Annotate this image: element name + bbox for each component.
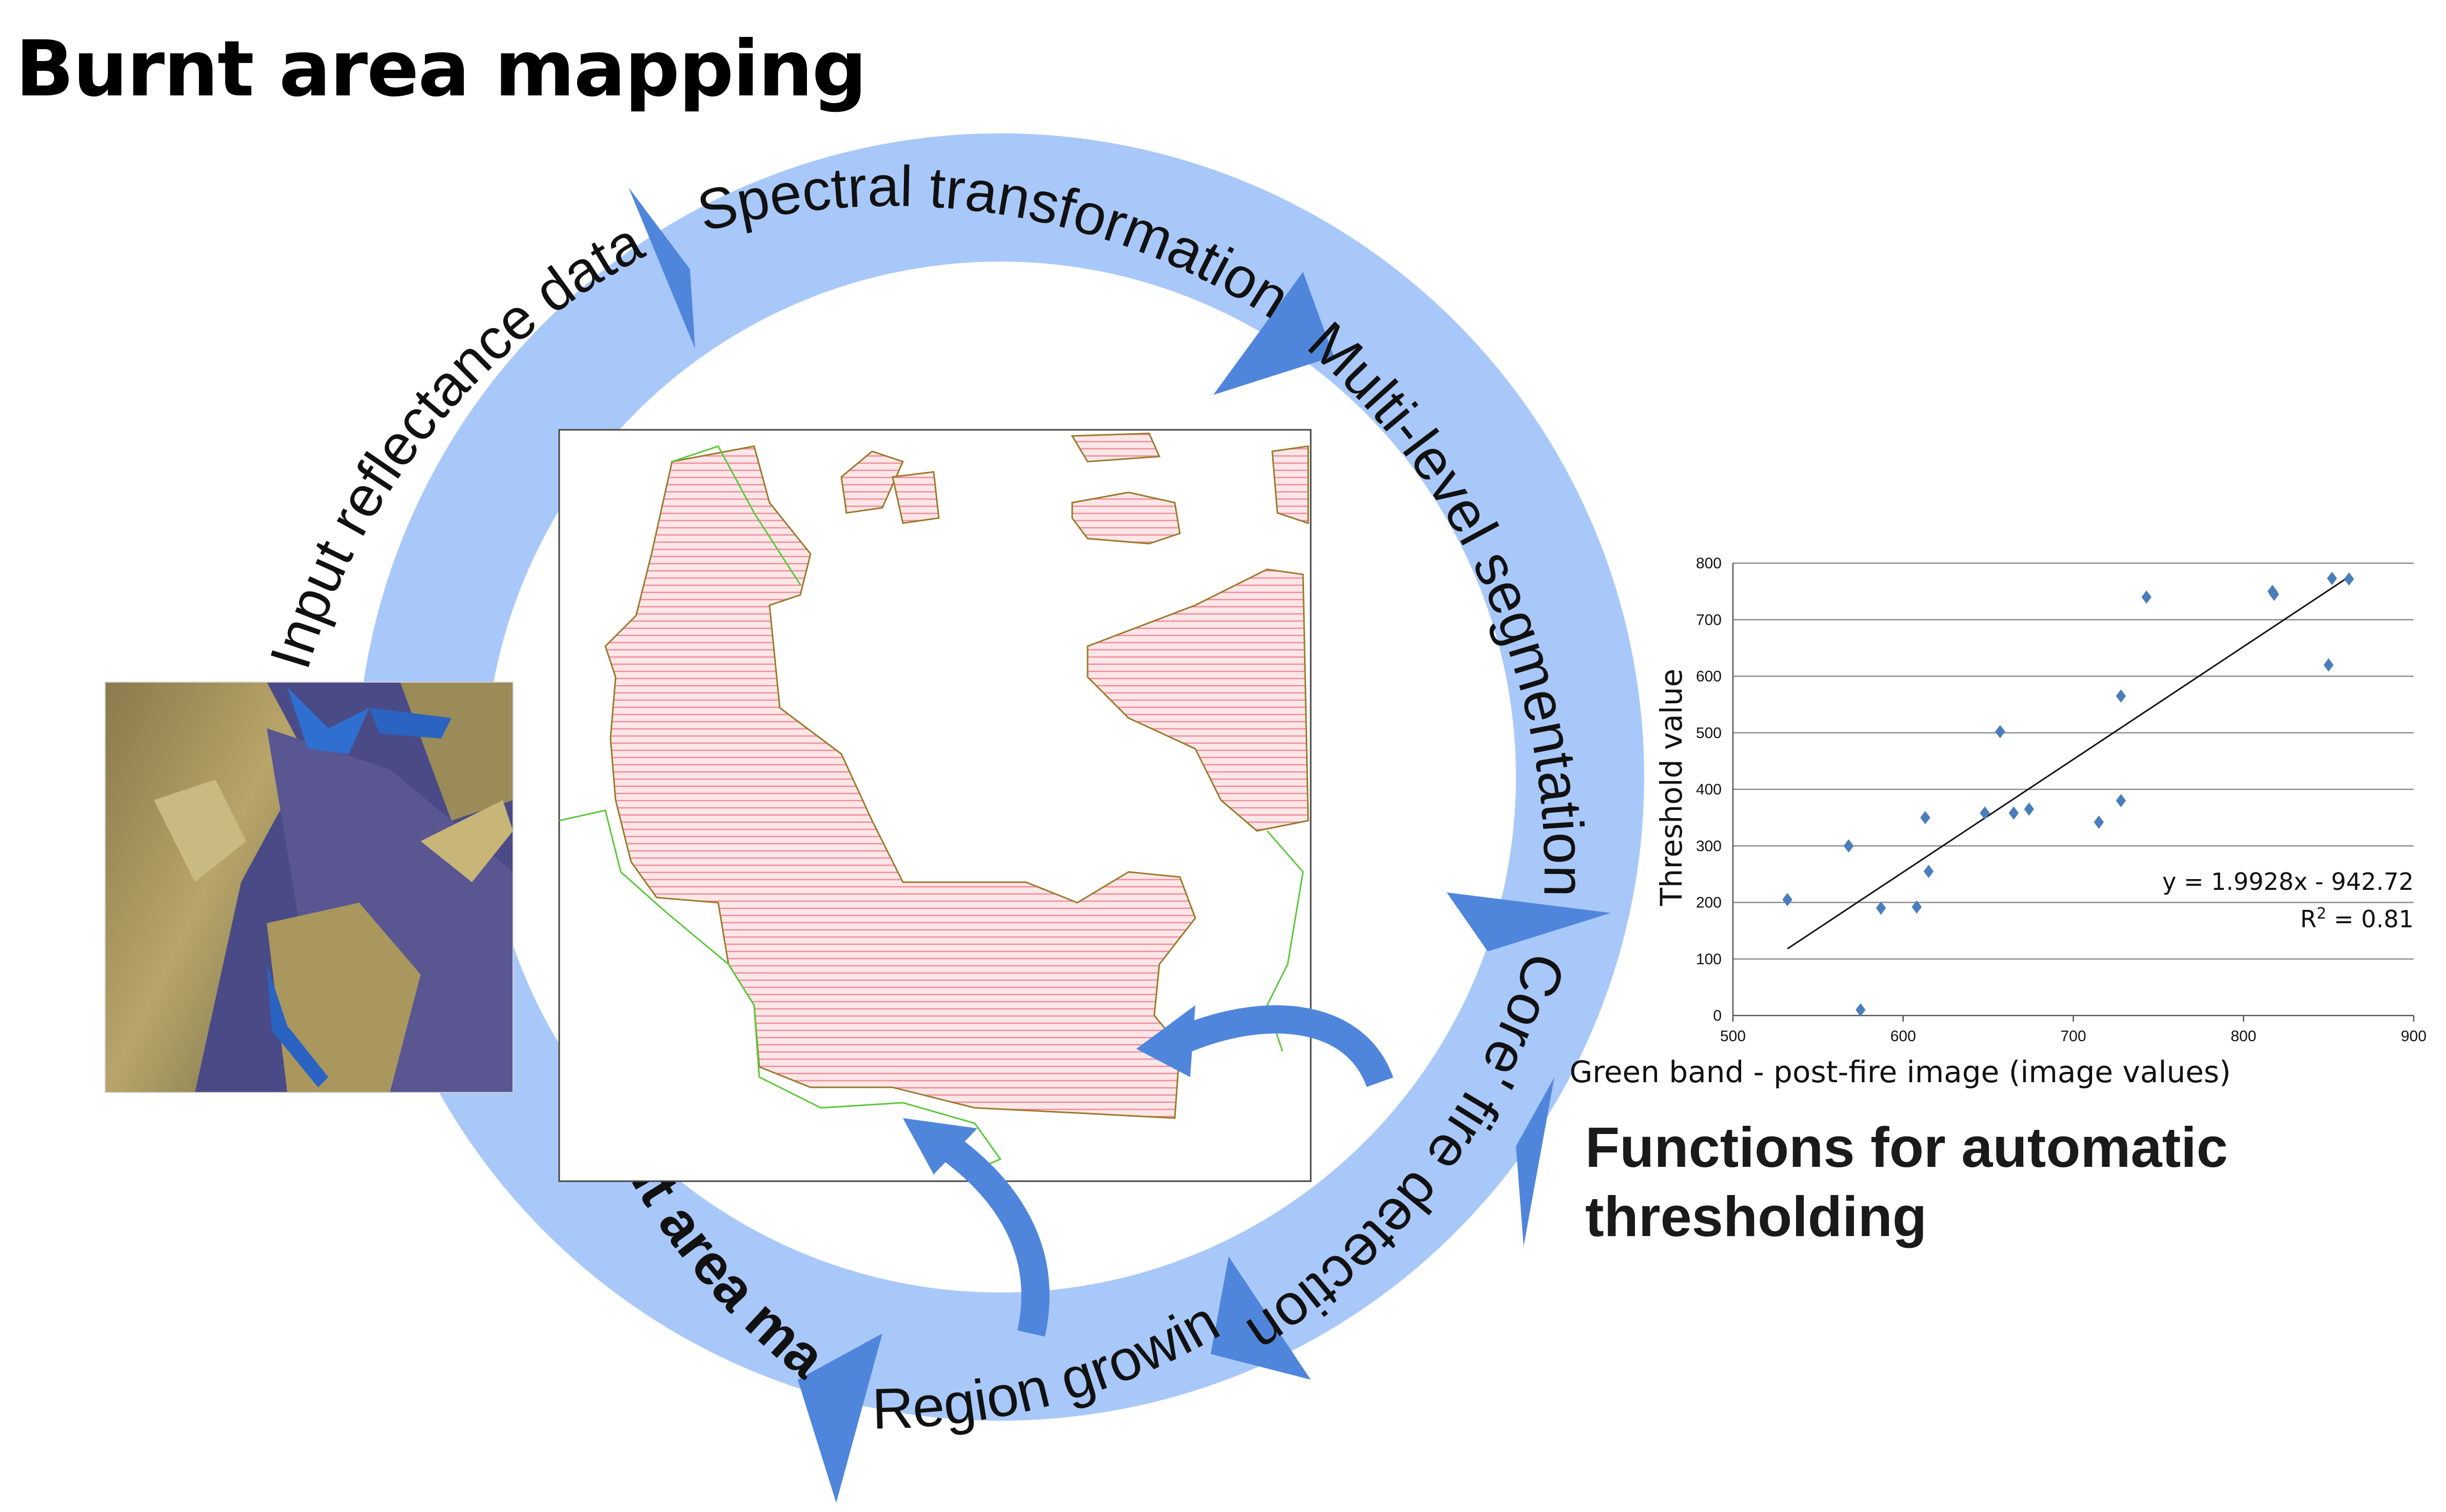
chart-point bbox=[2116, 689, 2126, 703]
page-title: Burnt area mapping bbox=[15, 25, 867, 114]
chart-x-tick-label: 900 bbox=[2401, 1028, 2427, 1045]
chart-point bbox=[1782, 892, 1792, 906]
chart-point bbox=[1856, 1003, 1866, 1017]
chart-points bbox=[1782, 571, 2354, 1017]
chart-point bbox=[2344, 572, 2354, 586]
chart-point bbox=[1923, 864, 1934, 878]
chart-point bbox=[1995, 725, 2005, 739]
chart-y-tick-label: 400 bbox=[1696, 781, 1722, 798]
chart-point bbox=[1911, 900, 1922, 914]
chart-trendline bbox=[1787, 576, 2350, 950]
chart-point bbox=[2116, 794, 2126, 808]
chart-point bbox=[1920, 811, 1930, 825]
chart-point bbox=[1876, 901, 1886, 915]
chart-x-tick-label: 800 bbox=[2231, 1028, 2256, 1045]
chart-point bbox=[1843, 839, 1854, 853]
feedback-arrowhead-2 bbox=[903, 1118, 977, 1175]
chart-y-tick-label: 700 bbox=[1696, 611, 1722, 628]
chart-point bbox=[2024, 802, 2034, 816]
arrowhead-4 bbox=[1211, 1257, 1311, 1380]
chart-y-axis-label: Threshold value bbox=[1654, 669, 1689, 907]
arrowhead-3 bbox=[1447, 892, 1611, 951]
arrowhead-6 bbox=[1516, 1077, 1554, 1246]
chart-x-tick-label: 700 bbox=[2060, 1028, 2086, 1045]
side-label-line-2: thresholding bbox=[1585, 1185, 1927, 1248]
threshold-scatter-chart: 0 100 200 300 400 500 600 700 800 500 600 700 800 900… bbox=[1569, 555, 2427, 1089]
chart-y-tick-label: 800 bbox=[1696, 555, 1722, 572]
arrowhead-2 bbox=[1213, 272, 1334, 395]
chart-y-tick-label: 0 bbox=[1713, 1007, 1722, 1024]
chart-tick-labels: 0 100 200 300 400 500 600 700 800 500 600 700 800 900 bbox=[1696, 555, 2427, 1045]
chart-point bbox=[2327, 571, 2337, 585]
arrowhead-1 bbox=[628, 187, 695, 349]
chart-point bbox=[2269, 587, 2279, 601]
satellite-image bbox=[105, 682, 514, 1093]
chart-y-tick-label: 600 bbox=[1696, 668, 1722, 685]
arrowhead-5 bbox=[798, 1334, 882, 1503]
chart-trendline-group bbox=[1787, 576, 2350, 950]
chart-point bbox=[1980, 806, 1990, 820]
cycle-arrowheads bbox=[628, 187, 1611, 1503]
chart-gridlines bbox=[1732, 562, 2415, 1022]
chart-x-axis-label: Green band - post-fire image (image valu… bbox=[1569, 1055, 2231, 1089]
chart-y-tick-label: 300 bbox=[1696, 838, 1722, 854]
chart-y-tick-label: 100 bbox=[1696, 951, 1722, 968]
side-label: Functions for automatic thresholding bbox=[1585, 1113, 2228, 1251]
burnt-area-map bbox=[558, 429, 1312, 1182]
chart-point bbox=[2141, 590, 2152, 604]
feedback-arrowhead-1 bbox=[1136, 1005, 1195, 1077]
chart-x-tick-label: 500 bbox=[1720, 1028, 1746, 1045]
side-label-line-1: Functions for automatic bbox=[1585, 1116, 2228, 1179]
chart-point bbox=[2094, 815, 2104, 829]
chart-y-tick-label: 500 bbox=[1696, 725, 1722, 742]
chart-point bbox=[2323, 658, 2334, 672]
chart-x-tick-label: 600 bbox=[1890, 1028, 1916, 1045]
chart-r-squared: R2 = 0.81 bbox=[2300, 905, 2414, 933]
chart-y-tick-label: 200 bbox=[1696, 894, 1722, 911]
chart-point bbox=[2008, 806, 2019, 820]
chart-equation: y = 1.9928x - 942.72 bbox=[2162, 868, 2414, 896]
feedback-arrows bbox=[903, 1005, 1393, 1337]
